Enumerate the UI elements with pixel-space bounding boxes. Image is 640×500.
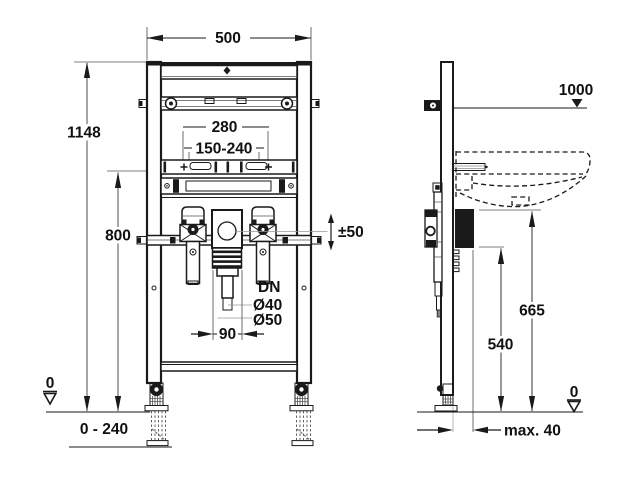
datum-zero-right-label: 0: [570, 384, 579, 401]
drain-inlet: [217, 221, 237, 241]
dim-150-240-label: 150-240: [196, 141, 253, 158]
level-marker-1000-icon: [571, 99, 583, 108]
drain-pipe-labels: DN Ø40 Ø50: [217, 279, 282, 329]
datum-zero-left-label: 0: [46, 375, 55, 392]
rail-hole: [301, 285, 307, 291]
water-connection-left: [179, 206, 207, 285]
side-view: 1000: [417, 61, 593, 440]
dim-arrow-right-icon: [295, 34, 311, 42]
rail-hole: [151, 285, 157, 291]
dim-rail-height-800: 800: [102, 170, 146, 412]
dim-total-height-1148: 1148: [63, 61, 146, 412]
dim-drain-width-90: 90: [191, 270, 264, 343]
dim-arrow-down-icon: [528, 396, 536, 412]
dim-foot-range-0-240: 0 - 240: [69, 421, 172, 448]
drain-diameter-50-label: Ø50: [253, 312, 282, 329]
dim-bolt-range-150-240: 150-240: [184, 141, 264, 164]
washbasin-dashed-outline: [455, 151, 591, 208]
frame-top-edge: [147, 62, 311, 66]
adjustable-foot-left: [144, 382, 169, 447]
dim-arrow-right-icon: [438, 426, 453, 434]
dim-1148-label: 1148: [67, 125, 101, 142]
bottom-crossbar: [160, 361, 298, 372]
dim-wall-offset-max-40: max. 40: [417, 423, 561, 440]
dim-280-label: 280: [212, 119, 238, 136]
dim-1000-label: 1000: [559, 82, 593, 99]
center-mark-icon: [223, 66, 231, 75]
fastener-rail: [138, 96, 320, 111]
side-water-fitting: [424, 182, 443, 318]
dim-max-40-label: max. 40: [504, 423, 561, 440]
dim-arrow-down-icon: [328, 241, 334, 251]
drain-diameter-40-label: Ø40: [253, 297, 282, 314]
mounting-bolt-rail: [160, 159, 298, 175]
dim-800-label: 800: [105, 228, 131, 245]
dim-stud-spacing-280: 280: [182, 119, 269, 165]
dim-plus-minus-50-label: ±50: [338, 224, 364, 241]
front-view: 500 280: [42, 27, 364, 448]
dim-arrow-down-icon: [114, 396, 122, 412]
dim-arrow-up-icon: [528, 211, 536, 227]
datum-triangle-right-icon: [566, 400, 582, 414]
dim-arrow-right-icon: [198, 330, 213, 338]
basin-drain-outline: [511, 196, 530, 206]
top-crossbar: [160, 64, 298, 80]
floor-datum-right: 0: [417, 384, 583, 414]
dim-arrow-up-icon: [114, 172, 122, 188]
side-foot: [434, 383, 458, 412]
dim-arrow-up-icon: [328, 213, 334, 223]
threaded-rod: [452, 163, 488, 171]
wall-bracket: [424, 100, 442, 111]
dim-arrow-up-icon: [497, 248, 505, 264]
dim-arrow-left-icon: [147, 34, 163, 42]
dim-540-label: 540: [488, 337, 514, 354]
dim-0-240-label: 0 - 240: [80, 421, 128, 438]
dim-665-label: 665: [519, 303, 545, 320]
dim-basin-height-665: 665: [479, 209, 548, 412]
dim-90-label: 90: [219, 326, 236, 343]
drain-box-side: [455, 209, 474, 248]
dim-arrow-left-icon: [473, 426, 488, 434]
floor-datum-left: 0: [42, 375, 150, 413]
support-rail: [160, 177, 298, 198]
dim-arrow-down-icon: [83, 396, 91, 412]
bellows-side: [452, 249, 460, 273]
dim-arrow-left-icon: [242, 330, 257, 338]
frame-rail-right: [295, 60, 313, 385]
dim-500-label: 500: [215, 30, 241, 47]
dim-arrow-down-icon: [497, 396, 505, 412]
drain-dn-label: DN: [258, 279, 280, 296]
dim-arrow-up-icon: [83, 62, 91, 78]
dim-drain-adjust-50: ±50: [236, 213, 364, 251]
adjustable-foot-right: [289, 382, 314, 447]
water-connection-right: [249, 206, 277, 285]
dim-rim-level-1000: 1000: [453, 82, 593, 109]
dim-width-500: 500: [146, 27, 312, 60]
frame-profile: [440, 61, 454, 396]
frame-rail-left: [145, 60, 163, 385]
drain-assembly: [211, 209, 243, 311]
dim-drain-height-540: 540: [479, 246, 516, 412]
datum-triangle-left-icon: [42, 392, 58, 406]
